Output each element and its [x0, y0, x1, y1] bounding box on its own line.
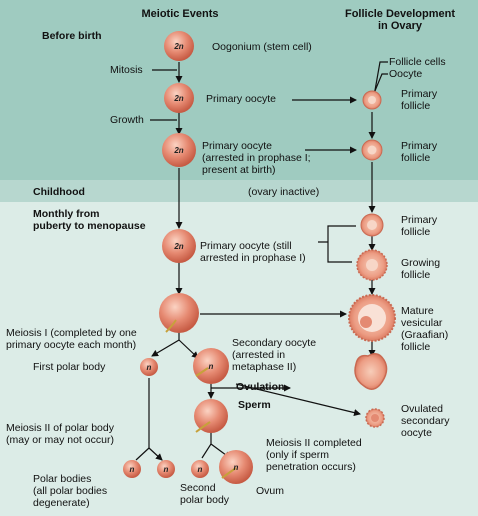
- period-before-birth: Before birth: [42, 30, 102, 42]
- mark-primary: 2n: [173, 94, 183, 103]
- label-primary-follicle-2: Primary follicle: [401, 140, 438, 164]
- period-childhood: Childhood: [33, 186, 85, 198]
- label-sperm: Sperm: [238, 399, 271, 411]
- arrow-polar-split: [135, 447, 162, 460]
- sperm-tail-4: [221, 467, 237, 479]
- label-ovum: Ovum: [256, 485, 285, 497]
- ploidy-marks: 2n 2n 2n 2n n n n n n n: [130, 42, 239, 474]
- sperm-tail-2: [195, 367, 209, 377]
- large-primary-oocyte-cell: [159, 293, 199, 333]
- polar-body-a-cell: [123, 460, 141, 478]
- mark-oogonium: 2n: [173, 42, 183, 51]
- polar-body-b-cell: [157, 460, 175, 478]
- follicles: [348, 90, 396, 428]
- label-ovulated-oocyte: Ovulated secondary oocyte: [401, 403, 450, 439]
- first-polar-body-cell: [140, 358, 158, 376]
- mark-primary-still: 2n: [173, 242, 183, 251]
- period-puberty: Monthly from puberty to menopause: [33, 208, 146, 232]
- meiotic-cells: [123, 31, 253, 484]
- ruptured-follicle: [354, 353, 388, 390]
- arrow-to-ovulated: [235, 383, 361, 416]
- label-ovulation: Ovulation: [236, 381, 285, 393]
- header-follicle-development: Follicle Development in Ovary: [344, 8, 456, 32]
- leader-oocyte: [371, 73, 388, 99]
- meiotic-arrows: [135, 62, 361, 460]
- label-primary-oocyte-arrested: Primary oocyte (arrested in prophase I; …: [202, 140, 311, 176]
- label-ovary-inactive: (ovary inactive): [248, 186, 320, 198]
- oogonium-cell: [164, 31, 194, 61]
- ovulated-oocyte-core: [371, 414, 379, 422]
- label-first-polar-body: First polar body: [33, 361, 106, 373]
- ovum-cell: [219, 450, 253, 484]
- label-oogonium: Oogonium (stem cell): [212, 41, 312, 53]
- primary-follicle-3-oocyte: [367, 220, 377, 230]
- second-polar-body-cell: [191, 460, 209, 478]
- label-polar-bodies: Polar bodies (all polar bodies degenerat…: [33, 473, 108, 509]
- label-mature-follicle: Mature vesicular (Graafian) follicle: [401, 305, 449, 353]
- mature-follicle-oocyte: [360, 316, 372, 328]
- label-primary-oocyte: Primary oocyte: [206, 93, 277, 105]
- label-second-polar-body: Second polar body: [180, 482, 230, 506]
- label-primary-follicle-3: Primary follicle: [401, 214, 438, 238]
- band-childhood: [0, 180, 478, 202]
- label-primary-follicle-1: Primary follicle: [401, 88, 438, 112]
- secondary-oocyte-cell: [193, 348, 229, 384]
- label-meiosis-two-polar: Meiosis II of polar body (may or may not…: [6, 422, 114, 446]
- mark-ovum: n: [234, 463, 239, 472]
- growing-follicle-oocyte: [366, 259, 378, 271]
- sperm-tail-1: [165, 319, 177, 333]
- arrow-to-secondary-oocyte: [178, 339, 199, 359]
- label-oocyte: Oocyte: [389, 68, 423, 80]
- label-meiosis-two-completed: Meiosis II completed (only if sperm pene…: [266, 437, 362, 473]
- header-meiotic-events: Meiotic Events: [141, 8, 219, 20]
- band-before-birth: [0, 0, 478, 180]
- mark-secondary: n: [209, 362, 214, 371]
- label-meiosis-one: Meiosis I (completed by one primary oocy…: [6, 327, 137, 351]
- label-mitosis: Mitosis: [110, 64, 143, 76]
- label-secondary-oocyte: Secondary oocyte (arrested in metaphase …: [232, 337, 317, 373]
- primary-oocyte-cell: [164, 83, 194, 113]
- bracket-still-arrested: [318, 225, 356, 263]
- label-primary-oocyte-still: Primary oocyte (still arrested in propha…: [200, 240, 306, 264]
- mark-first-polar: n: [147, 363, 152, 372]
- primary-follicle-2-oocyte: [367, 145, 377, 155]
- mark-second-polar: n: [198, 465, 203, 474]
- primary-follicle-1-oocyte: [368, 96, 376, 104]
- leader-follicle-cells: [373, 61, 388, 97]
- label-growing-follicle: Growing follicle: [401, 257, 441, 281]
- primary-oocyte-still-cell: [162, 229, 196, 263]
- mark-polar-a: n: [130, 465, 135, 474]
- label-growth: Growth: [110, 114, 144, 126]
- mark-primary-arrested: 2n: [173, 146, 183, 155]
- label-follicle-cells: Follicle cells: [389, 56, 446, 68]
- primary-oocyte-arrested-cell: [162, 133, 196, 167]
- mark-polar-b: n: [164, 465, 169, 474]
- sperm-tail-3: [195, 421, 211, 433]
- fertilized-oocyte-cell: [194, 399, 228, 433]
